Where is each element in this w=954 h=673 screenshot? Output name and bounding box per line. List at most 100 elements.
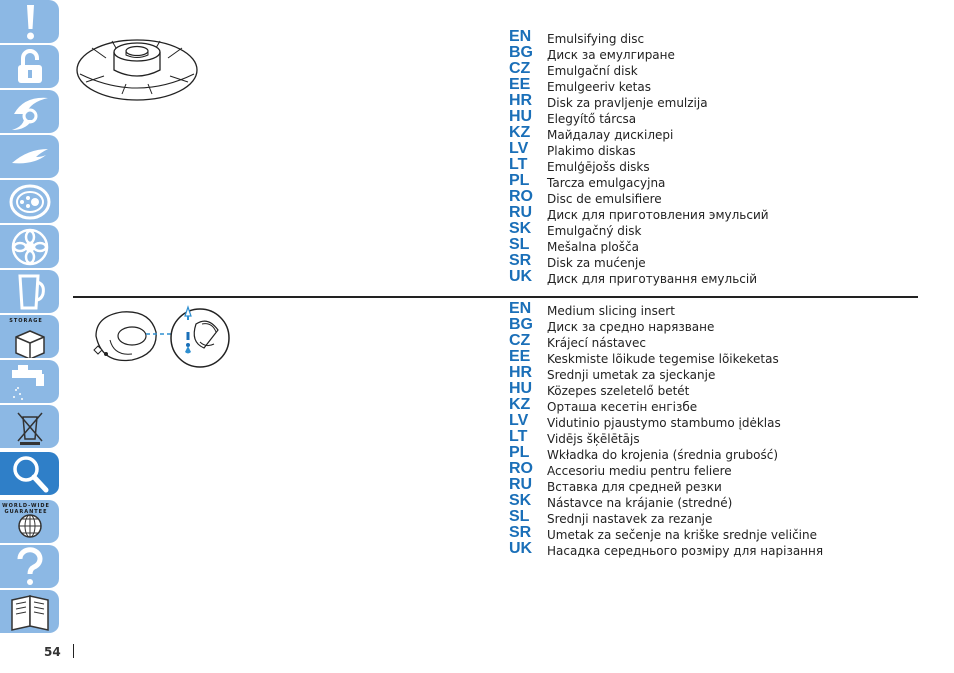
item-description: Disk za pravljenje emulzija [547, 96, 708, 110]
page-number: 54 [44, 645, 61, 659]
lang-code: SL [509, 236, 530, 253]
book-icon [11, 595, 49, 631]
lang-code: BG [509, 316, 533, 333]
storage-tab[interactable]: STORAGE [0, 315, 59, 359]
item-description: Emulgační disk [547, 64, 638, 78]
question-icon [17, 547, 43, 585]
item-description: Srednji nastavek za rezanje [547, 512, 713, 526]
lang-code: HR [509, 92, 533, 109]
item-description: Диск для приготування емульсій [547, 272, 757, 286]
guarantee-tab[interactable]: WORLD-WIDE GUARANTEE [0, 500, 59, 544]
item-description: Майдалау дискілері [547, 128, 674, 142]
kneading-blade-icon [12, 149, 48, 164]
lang-code: PL [509, 172, 530, 189]
kneading-tab[interactable] [0, 135, 59, 179]
exclamation-icon [27, 5, 34, 40]
manual-tab[interactable] [0, 590, 59, 634]
item-description: Disc de emulsifiere [547, 192, 662, 206]
item-description: Vidutinio pjaustymo stambumo įdėklas [547, 416, 781, 430]
lang-code: EN [509, 300, 532, 317]
lang-code: RO [509, 188, 533, 205]
crossed-bin-icon [17, 412, 43, 445]
help-tab[interactable] [0, 545, 59, 589]
lang-code: BG [509, 44, 533, 61]
search-tab[interactable] [0, 452, 59, 496]
guarantee-label: WORLD-WIDE GUARANTEE [2, 503, 50, 515]
item-description: Emulgeeriv ketas [547, 80, 651, 94]
item-description: Nástavce na krájanie (stredné) [547, 496, 733, 510]
disc-icon [9, 184, 51, 220]
item-description: Krájecí nástavec [547, 336, 646, 350]
blade-tab[interactable] [0, 90, 59, 134]
tap-icon [12, 365, 44, 400]
sidebar-nav: STORAGE WORLD-WIDE GUARANTEE [0, 0, 59, 636]
lang-code: LT [509, 428, 528, 445]
jug-icon [18, 274, 45, 310]
lang-code: SR [509, 524, 532, 541]
lang-code: CZ [509, 60, 531, 77]
item-description: Disk za mućenje [547, 256, 646, 270]
jug-tab[interactable] [0, 270, 59, 314]
item-description: Keskmiste lõikude tegemise lõikeketas [547, 352, 779, 366]
item-description: Accesoriu mediu pentru feliere [547, 464, 732, 478]
warning-tab[interactable] [0, 0, 59, 44]
item-description: Medium slicing insert [547, 304, 675, 318]
item-description: Диск за средно нарязване [547, 320, 715, 334]
storage-box-icon [15, 330, 45, 358]
globe-icon [18, 514, 42, 538]
flower-icon [11, 228, 49, 266]
lang-code: SK [509, 492, 532, 509]
item-description: Közepes szeletelő betét [547, 384, 690, 398]
lang-code: RO [509, 460, 533, 477]
unlock-tab[interactable] [0, 45, 59, 89]
magnifier-icon [13, 456, 49, 493]
lang-code: KZ [509, 396, 531, 413]
lang-code: HU [509, 380, 533, 397]
lang-code: KZ [509, 124, 531, 141]
item-description: Насадка середнього розміру для нарізання [547, 544, 824, 558]
cleaning-tab[interactable] [0, 360, 59, 404]
item-description: Wkładka do krojenia (średnia grubość) [547, 448, 779, 462]
lang-code: HR [509, 364, 533, 381]
item-description: Srednji umetak za sjeckanje [547, 368, 716, 382]
lang-code: SR [509, 252, 532, 269]
s-blade-icon [12, 97, 48, 130]
lang-code: PL [509, 444, 530, 461]
item-description: Plakimo diskas [547, 144, 636, 158]
padlock-open-icon [18, 49, 42, 83]
item-description: Emulģējošs disks [547, 160, 650, 174]
item-description: Диск для приготовления эмульсий [547, 208, 769, 222]
item-description: Орташа кесетін енгізбе [547, 400, 698, 414]
lang-code: RU [509, 476, 533, 493]
section-divider [73, 296, 918, 298]
item-description: Tarcza emulgacyjna [547, 176, 666, 190]
lang-code: EE [509, 76, 531, 93]
disposal-tab[interactable] [0, 405, 59, 449]
page-number-divider [73, 644, 74, 658]
item-description: Umetak za sečenje na kriške srednje veli… [547, 528, 817, 542]
lang-code: SK [509, 220, 532, 237]
slicing-insert-icon [93, 305, 230, 368]
disc-tab[interactable] [0, 180, 59, 224]
lang-code: LV [509, 140, 529, 157]
lang-code: UK [509, 268, 533, 285]
lang-code: LV [509, 412, 529, 429]
item-description: Диск за емулгиране [547, 48, 675, 62]
lang-code: UK [509, 540, 533, 557]
item-description: Emulsifying disc [547, 32, 645, 46]
item-description: Mešalna plošča [547, 240, 639, 254]
lang-code: HU [509, 108, 533, 125]
lang-code: RU [509, 204, 533, 221]
item-description: Elegyítő tárcsa [547, 112, 637, 126]
lang-code: CZ [509, 332, 531, 349]
lang-code: EN [509, 28, 532, 45]
emulsifying-disc-icon [76, 39, 198, 101]
lang-code: SL [509, 508, 530, 525]
flower-tab[interactable] [0, 225, 59, 269]
item-description: Vidējs šķēlētājs [547, 432, 640, 446]
item-description: Вставка для средней резки [547, 480, 722, 494]
lang-code: LT [509, 156, 528, 173]
item-description: Emulgačný disk [547, 224, 642, 238]
lang-code: EE [509, 348, 531, 365]
storage-label: STORAGE [9, 318, 43, 324]
